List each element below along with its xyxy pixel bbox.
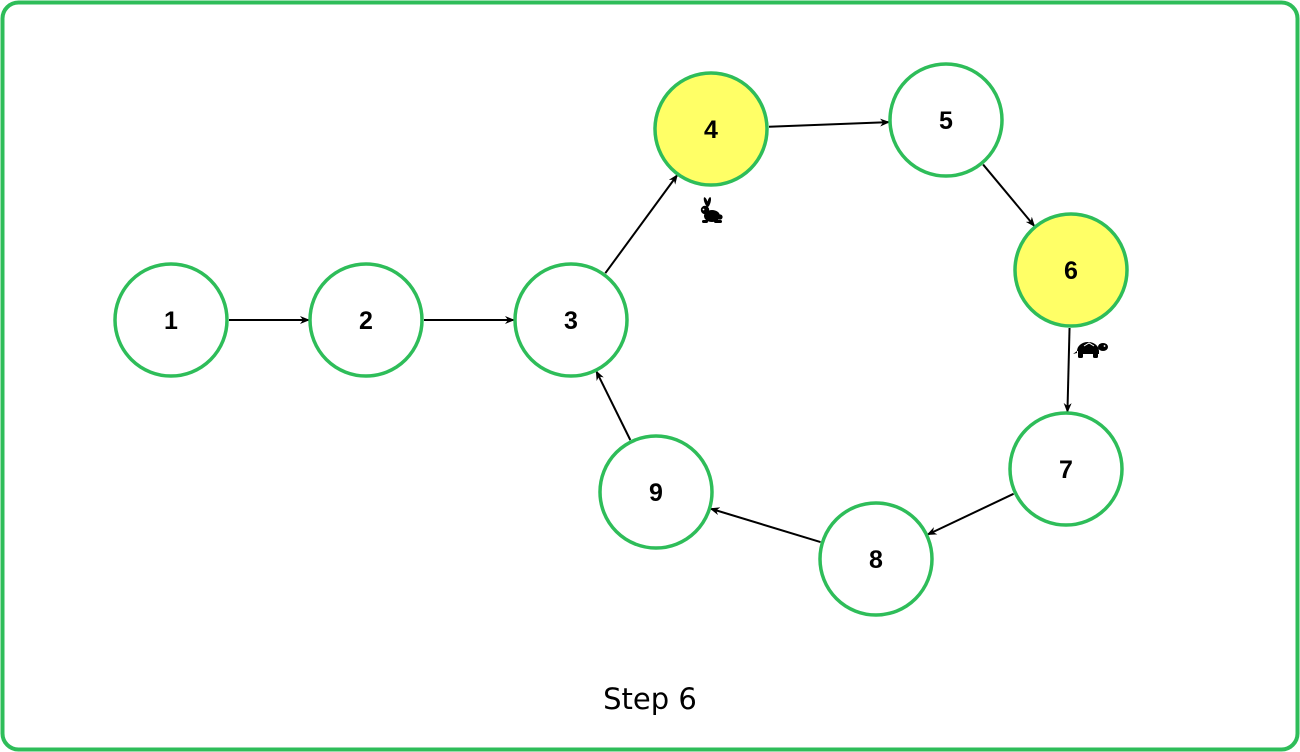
node-9: 9: [598, 434, 714, 550]
node-label-7: 7: [1059, 456, 1073, 484]
edges-layer: [229, 118, 1072, 544]
node-label-2: 2: [359, 307, 373, 335]
node-circle-2: [308, 262, 424, 378]
node-circle-6: [1013, 212, 1129, 328]
node-circle-4: [653, 71, 769, 187]
nodes-layer: 1 2 3 4 5 6 7 8 9: [113, 62, 1129, 617]
node-circle-1: [113, 262, 229, 378]
edge-5-to-6: [982, 163, 1036, 227]
node-5: 5: [888, 62, 1004, 178]
node-7: 7: [1008, 411, 1124, 527]
node-label-5: 5: [939, 107, 953, 135]
node-circle-5: [888, 62, 1004, 178]
edge-7-to-8: [926, 492, 1015, 536]
node-circle-3: [513, 262, 629, 378]
diagram-caption: Step 6: [603, 682, 697, 716]
node-label-1: 1: [164, 307, 178, 335]
edge-3-to-4: [604, 174, 679, 274]
node-4: 4: [653, 71, 769, 187]
node-label-9: 9: [649, 479, 663, 507]
node-label-8: 8: [869, 546, 883, 574]
node-circle-8: [818, 501, 934, 617]
rabbit-icon: [700, 197, 723, 223]
node-1: 1: [113, 262, 229, 378]
node-label-4: 4: [704, 116, 718, 144]
node-circle-7: [1008, 411, 1124, 527]
node-2: 2: [308, 262, 424, 378]
node-8: 8: [818, 501, 934, 617]
turtle-icon: [1073, 342, 1108, 358]
node-label-6: 6: [1064, 257, 1078, 285]
node-label-3: 3: [564, 307, 578, 335]
edge-4-to-5: [768, 118, 891, 128]
node-3: 3: [513, 262, 629, 378]
node-6: 6: [1013, 212, 1129, 328]
edge-9-to-3: [595, 370, 632, 441]
node-circle-9: [598, 434, 714, 550]
markers-layer: [700, 197, 1108, 358]
edge-8-to-9: [709, 507, 821, 544]
edge-6-to-7: [1063, 327, 1072, 414]
